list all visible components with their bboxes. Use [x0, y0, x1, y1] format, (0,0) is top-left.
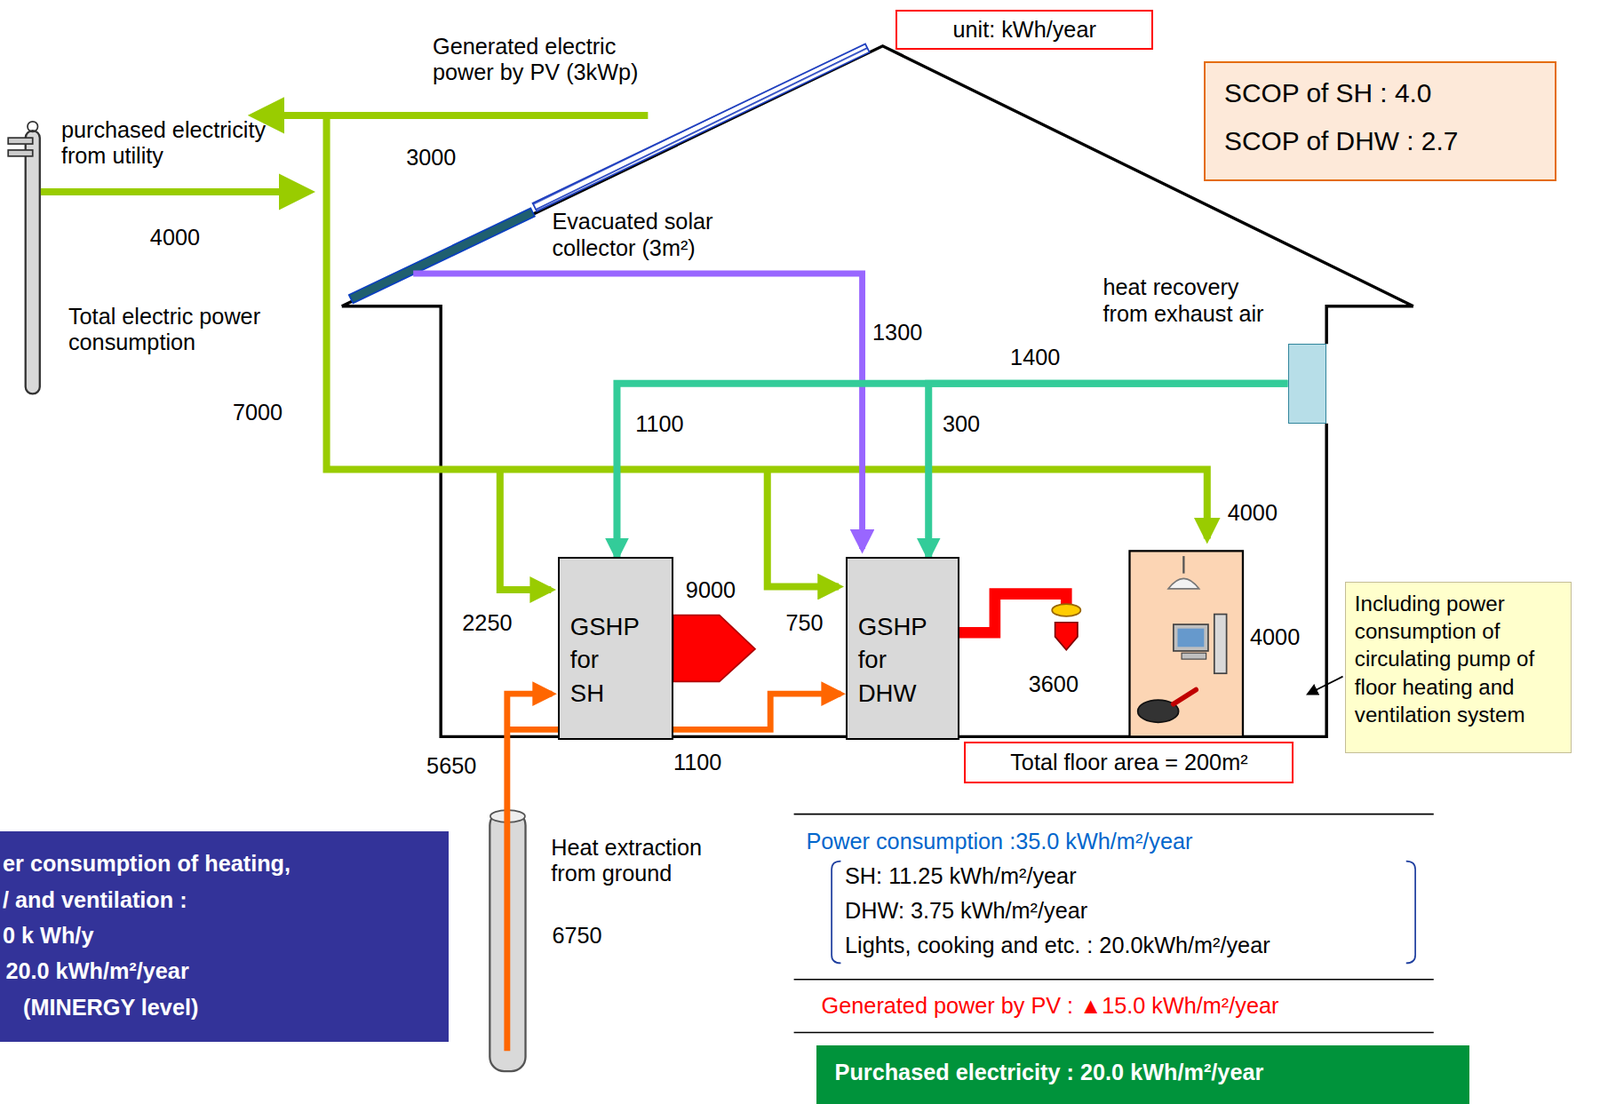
- pan-handle: [1173, 690, 1196, 705]
- summary-heading: Power consumption :35.0 kWh/m²/year: [805, 828, 1193, 855]
- consumption-label: Total electric power consumption: [68, 303, 282, 356]
- purchased-text: Purchased electricity : 20.0 kWh/m²/year: [835, 1059, 1452, 1086]
- collector-label: Evacuated solar collector (3m²): [551, 208, 747, 261]
- ground-heat-flow: [507, 693, 842, 1051]
- heat-recovery-unit: heat recovery from exhaust air: [1288, 343, 1328, 424]
- tap-head: [1051, 604, 1081, 617]
- pole-insulator: [27, 121, 38, 132]
- power-to-dhw: [767, 469, 839, 587]
- flow-value: 6750: [551, 923, 602, 949]
- summary-row: Lights, cooking and etc. : 20.0kWh/m²/ye…: [844, 932, 1271, 959]
- pv-label: Generated electric power by PV (3kWp): [432, 33, 662, 86]
- flow-value: 5650: [426, 753, 477, 780]
- summary-text: (MINERGY level): [2, 989, 442, 1026]
- computer-monitor: [1173, 624, 1209, 652]
- flow-value: 2250: [461, 610, 512, 637]
- pole-body: [25, 130, 40, 394]
- pole-crossbar: [7, 137, 33, 144]
- bracket: [1406, 861, 1416, 964]
- unit-box: unit: kWh/year: [895, 9, 1153, 50]
- summary-box: er consumption of heating,/ and ventilat…: [0, 831, 449, 1043]
- hot-water-pipe: [959, 594, 1067, 634]
- summary-text: 20.0 kWh/m²/year: [2, 953, 442, 989]
- appliance-box: [1129, 550, 1242, 737]
- heat-recovery-flow: [928, 383, 1288, 558]
- utility-pole: [7, 121, 40, 395]
- hot-water-drop: [1055, 622, 1078, 651]
- floor-area-box: Total floor area = 200m²: [963, 741, 1294, 784]
- summary-row: DHW: 3.75 kWh/m²/year: [844, 898, 1088, 924]
- monitor-screen: [1177, 628, 1204, 648]
- ground-to-sh: [507, 693, 553, 1051]
- flow-value: 750: [785, 610, 823, 637]
- flow-value: 9000: [685, 577, 736, 604]
- space-heating-output: [673, 615, 756, 683]
- ground-to-dhw: [507, 693, 842, 730]
- house-wall: [342, 306, 1327, 738]
- computer-tower: [1214, 614, 1227, 675]
- callout-text: Including power consumption of circulati…: [1354, 589, 1562, 730]
- flow-value: 1300: [872, 319, 923, 346]
- purchase-label: purchased electricity from utility: [61, 117, 293, 169]
- keyboard: [1181, 652, 1207, 660]
- flow-value: 4000: [1249, 624, 1300, 651]
- summary-text: er consumption of heating,: [2, 845, 442, 882]
- lamp-cord: [1182, 556, 1185, 574]
- pv-power-arrow: [254, 111, 648, 120]
- electricity-flow: [40, 111, 1208, 590]
- heat-pump-box: GSHP for SH: [557, 557, 674, 741]
- pole-crossbar: [7, 150, 33, 157]
- rule-line: [794, 813, 1434, 816]
- heat-pump-label: GSHP for SH: [570, 610, 640, 711]
- lamp-shade: [1168, 578, 1199, 589]
- solar-collector: [349, 207, 535, 303]
- heat-recovery-flow: [616, 383, 1288, 558]
- flow-value: 1100: [673, 749, 722, 776]
- pv-summary: Generated power by PV : ▲15.0 kWh/m²/yea…: [821, 993, 1280, 1019]
- flow-value: 7000: [232, 399, 283, 426]
- flow-value: 1100: [633, 411, 685, 438]
- bracket: [831, 861, 841, 964]
- floor-area-note: Total floor area = 200m²: [972, 749, 1285, 776]
- rule-line: [794, 979, 1434, 981]
- heat-pump-label: GSHP for DHW: [858, 610, 928, 711]
- flow-value: 4000: [150, 224, 200, 251]
- unit-note: unit: kWh/year: [902, 16, 1146, 43]
- summary-text: / and ventilation :: [2, 882, 442, 918]
- purchased-box: Purchased electricity : 20.0 kWh/m²/year: [816, 1045, 1470, 1104]
- callout-leader: [1308, 676, 1344, 695]
- appliances: [1129, 550, 1242, 737]
- heat-pump-box: GSHP for DHW: [845, 557, 959, 741]
- rule-line: [794, 1032, 1434, 1035]
- purchase-arrow: [40, 188, 309, 196]
- ground-label: Heat extraction from ground: [550, 835, 729, 887]
- solar-heat-flow: [413, 273, 862, 550]
- flow-value: 4000: [1227, 500, 1278, 526]
- scop-value: SCOP of DHW : 2.7: [1224, 117, 1537, 166]
- heat-recovery-label: heat recovery from exhaust air: [1102, 273, 1282, 328]
- flow-value: 1400: [1010, 344, 1060, 371]
- flow-value: 3000: [405, 144, 456, 171]
- flow-value: 300: [940, 411, 982, 438]
- house-wall: [1326, 306, 1414, 344]
- callout-note: Including power consumption of circulati…: [1345, 581, 1572, 754]
- summary-row: SH: 11.25 kWh/m²/year: [844, 863, 1077, 890]
- scop-value: SCOP of SH : 4.0: [1224, 69, 1537, 118]
- power-to-sh: [500, 469, 551, 590]
- summary-text: 0 k Wh/y: [2, 917, 442, 954]
- scop-box: SCOP of SH : 4.0SCOP of DHW : 2.7: [1203, 61, 1556, 183]
- flow-value: 3600: [1028, 671, 1079, 698]
